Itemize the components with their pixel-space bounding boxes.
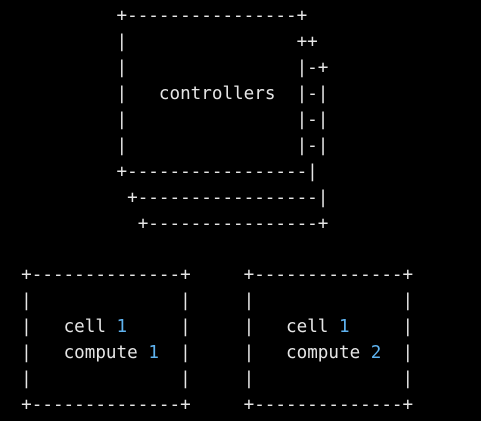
cell-boxes-top-border: +--------------+ +--------------+	[0, 265, 414, 285]
controllers-stack-layer-3: +----------------+	[0, 214, 329, 234]
cell-boxes-line: | | | |	[0, 291, 414, 311]
cell-boxes-bottom-border: +--------------+ +--------------+	[0, 395, 414, 415]
cell-boxes-compute-line: | compute 1 | | compute 2 |	[0, 343, 414, 363]
controllers-box-line: | ++	[0, 32, 318, 52]
controllers-label: controllers	[158, 84, 276, 104]
cell-boxes-cell-line: | cell 1 | | cell 1 |	[0, 317, 414, 337]
cell-boxes-line: | | | |	[0, 369, 414, 389]
controllers-box-line: | |-+	[0, 58, 329, 78]
cell-1-cell-number: 1	[116, 317, 128, 337]
controllers-stack-layer-2: +-----------------|	[0, 188, 329, 208]
cell-2-compute-number: 2	[370, 343, 382, 363]
cell-1-cell-label: cell	[63, 317, 106, 337]
controllers-box-line: | |-|	[0, 110, 329, 130]
controllers-box-bottom-border: +-----------------|	[0, 162, 318, 182]
cell-2-cell-number: 1	[338, 317, 350, 337]
cell-1-compute-number: 1	[148, 343, 159, 363]
cell-2-cell-label: cell	[286, 317, 329, 337]
cell-2-compute-label: compute	[286, 343, 361, 363]
controllers-box-top-border: +----------------+	[0, 6, 308, 26]
cell-1-compute-label: compute	[63, 343, 138, 363]
controllers-box-line: | |-|	[0, 136, 329, 156]
controllers-box-label-line: | controllers |-|	[0, 84, 329, 104]
